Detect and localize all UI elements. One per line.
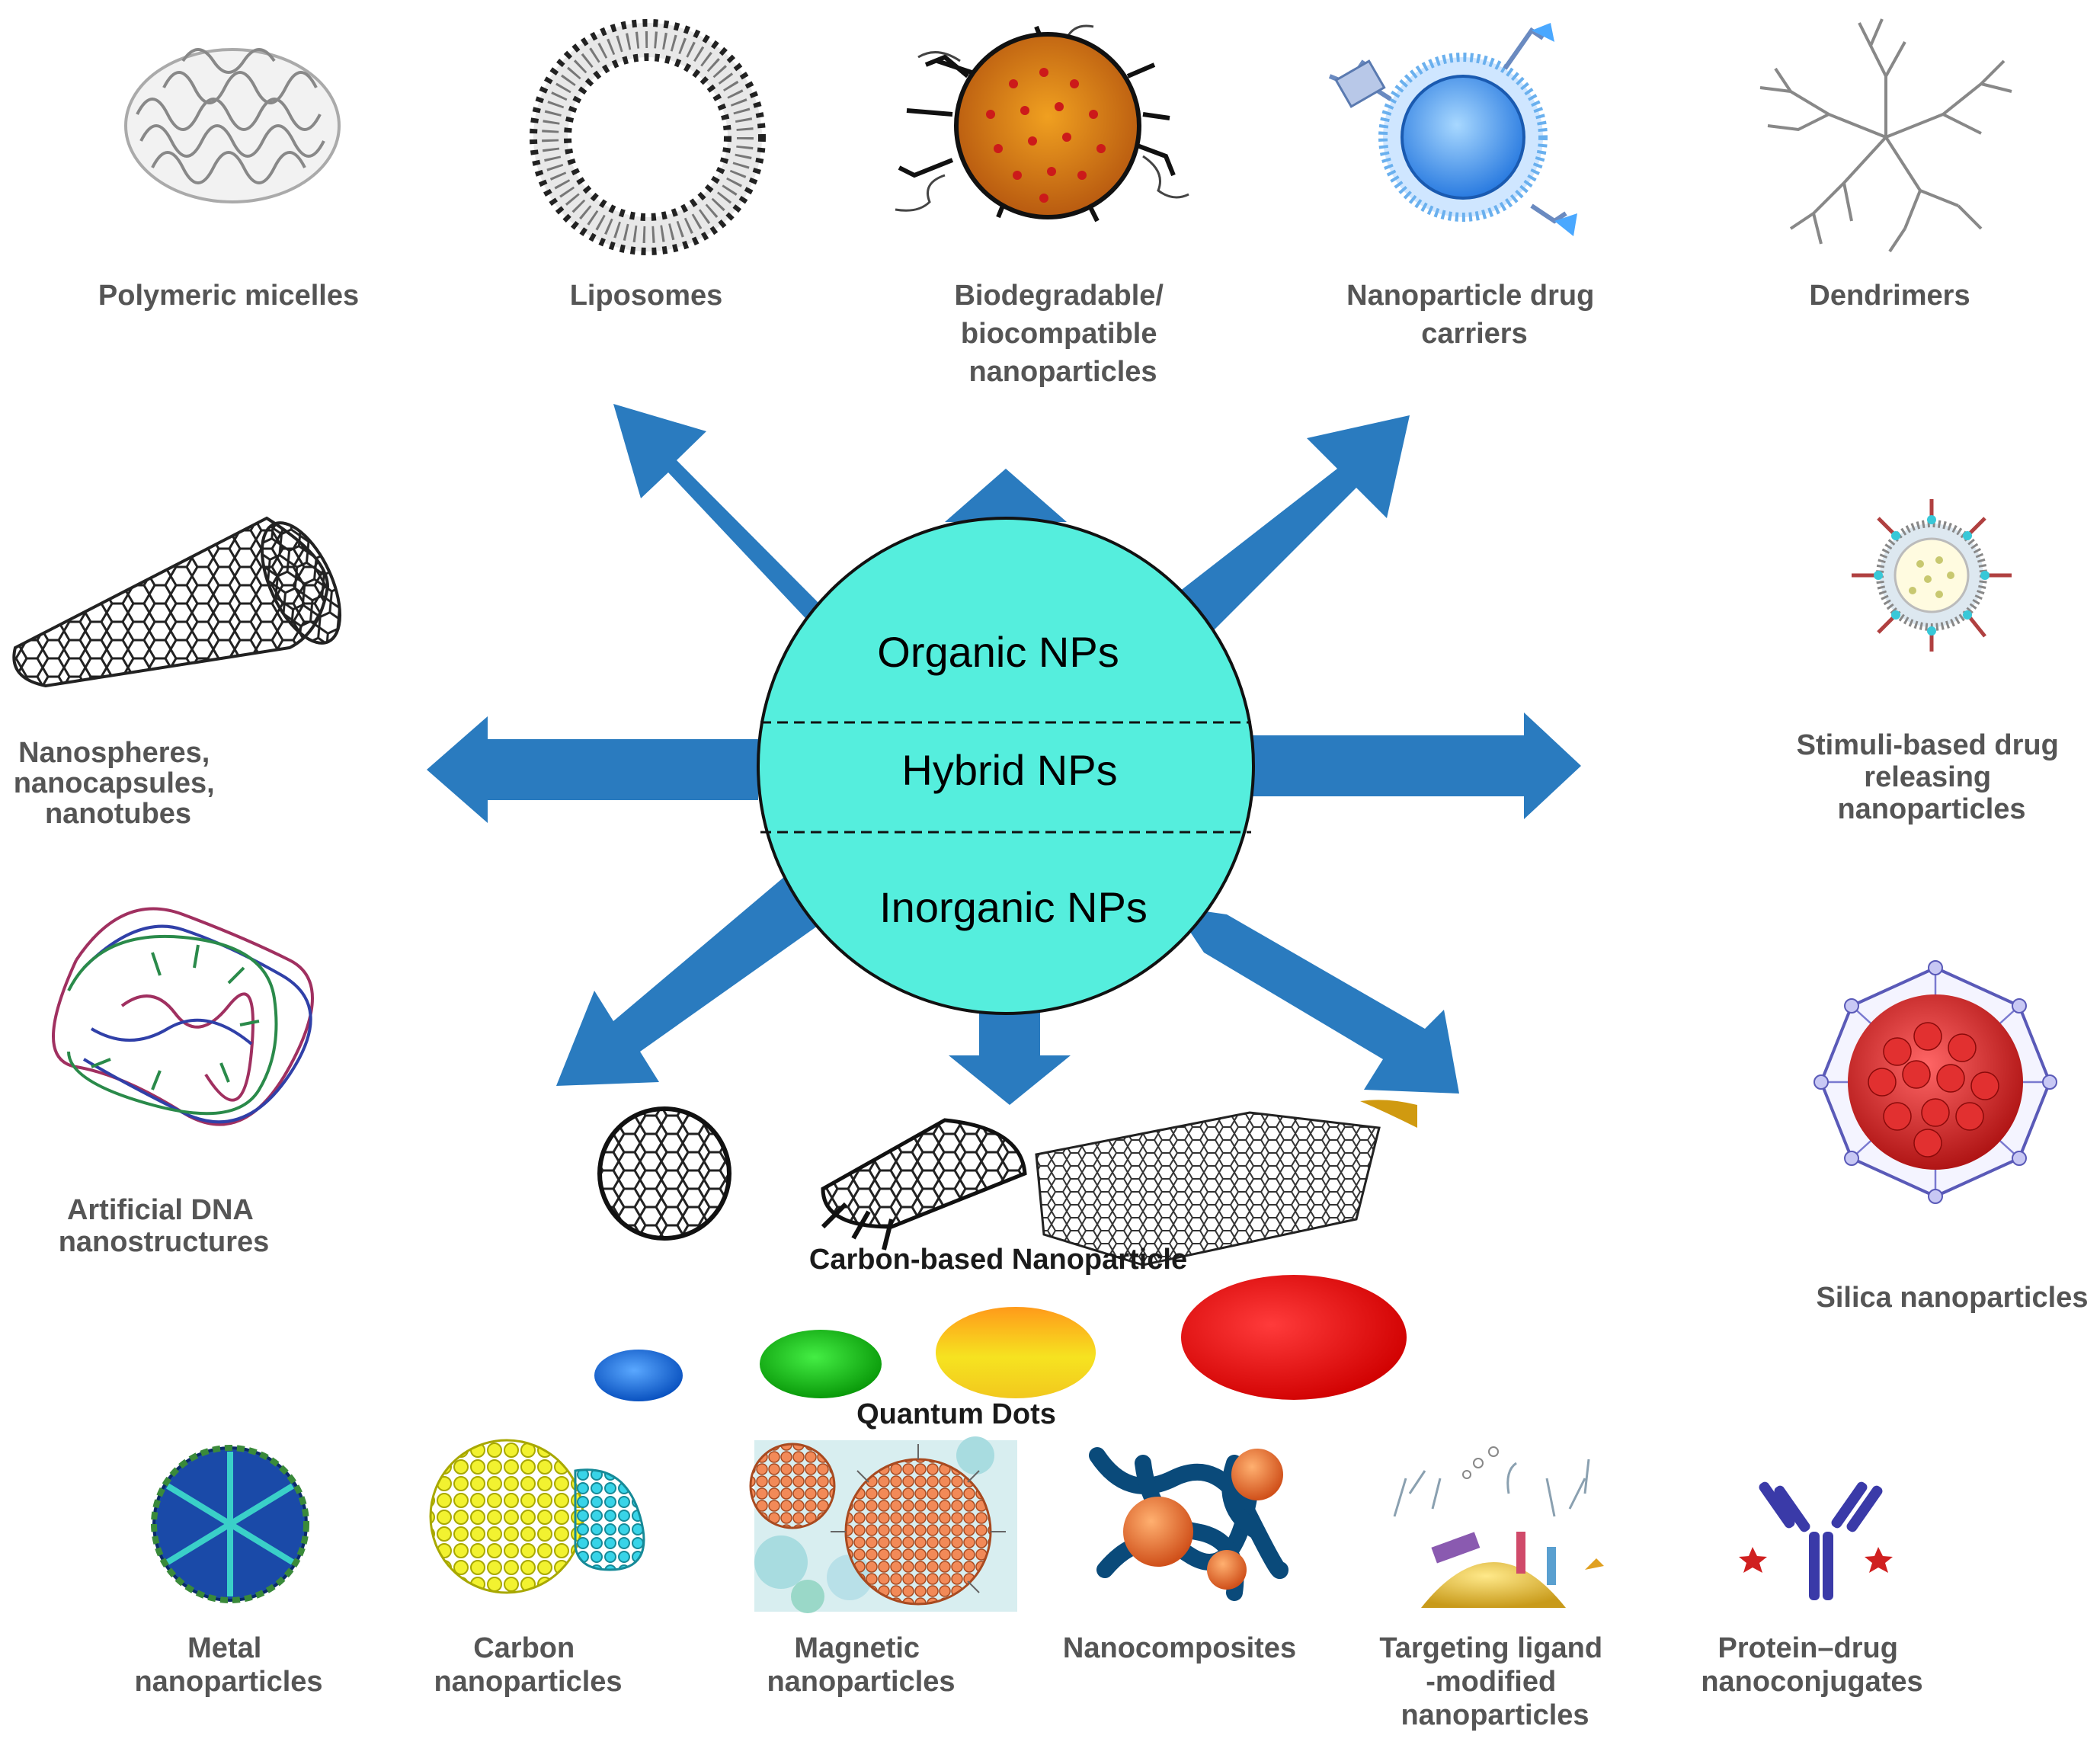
metal-np-icon	[151, 1445, 309, 1603]
silica-np-icon	[1813, 960, 2057, 1204]
arrow-down-left	[556, 876, 823, 1086]
label-stimuli: Stimuli-based drug releasing nanoparticl…	[1797, 729, 2067, 825]
label-magnetic: Magnetic nanoparticles	[767, 1632, 955, 1698]
carbon-np-icon	[429, 1439, 645, 1594]
arrows	[427, 404, 1581, 1105]
arrow-up-right	[1166, 415, 1410, 640]
arrow-left	[427, 716, 758, 823]
quantum-dot-yellow	[936, 1307, 1096, 1398]
arrow-right	[1250, 712, 1581, 819]
label-artificial-dna: Artificial DNA nanostructures	[59, 1194, 270, 1258]
label-carbon: Carbon nanoparticles	[434, 1632, 622, 1698]
quantum-dots	[594, 1275, 1407, 1401]
label-quantum-dots: Quantum Dots	[856, 1398, 1056, 1430]
center-circle: Organic NPs Hybrid NPs Inorganic NPs	[757, 517, 1255, 1015]
label-metal: Metal nanoparticles	[134, 1632, 322, 1698]
graphene-sheet-icon	[1035, 1111, 1381, 1266]
labels: Polymeric micelles Liposomes Biodegradab…	[14, 280, 2089, 1731]
gold-fragment-icon	[1360, 1100, 1417, 1128]
label-dendrimers: Dendrimers	[1809, 280, 1970, 312]
drug-carrier-icon	[1328, 23, 1577, 236]
quantum-dot-blue	[594, 1350, 683, 1401]
quantum-dot-red	[1181, 1275, 1407, 1400]
organic-nps-label: Organic NPs	[877, 628, 1119, 676]
nanocomposite-icon	[1089, 1447, 1288, 1601]
fullerene-icon	[597, 1106, 731, 1241]
label-targeting: Targeting ligand -modified nanoparticles	[1379, 1632, 1610, 1731]
label-nanocomposites: Nanocomposites	[1063, 1632, 1296, 1664]
hybrid-nps-label: Hybrid NPs	[901, 746, 1117, 794]
label-carbon-based: Carbon-based Nanoparticle	[809, 1244, 1187, 1276]
dna-nanostructure-icon	[52, 907, 314, 1126]
arrow-up-left	[613, 404, 857, 629]
carbon-nanotube-small-icon	[821, 1118, 1027, 1250]
nanotube-icon	[12, 516, 342, 688]
dendrimer-icon	[1759, 18, 2012, 253]
antibody-icon	[1739, 1481, 1893, 1600]
magnetic-np-icon	[749, 1436, 1017, 1613]
stimuli-np-icon	[1852, 499, 2012, 652]
label-protein-drug: Protein–drug nanoconjugates	[1701, 1632, 1922, 1698]
label-drug-carriers: Nanoparticle drug carriers	[1346, 280, 1602, 350]
biodegradable-np-icon	[895, 24, 1189, 223]
arrow-down-right	[1173, 907, 1459, 1094]
label-biodegradable: Biodegradable/ biocompatible nanoparticl…	[954, 280, 1171, 388]
targeting-ligand-icon	[1393, 1446, 1604, 1608]
quantum-dot-green	[760, 1330, 882, 1398]
label-polymeric-micelles: Polymeric micelles	[98, 280, 359, 312]
inorganic-nps-label: Inorganic NPs	[879, 883, 1148, 931]
liposome-icon	[530, 19, 766, 255]
label-silica: Silica nanoparticles	[1817, 1282, 2089, 1314]
label-liposomes: Liposomes	[570, 280, 723, 312]
label-nanospheres: Nanospheres, nanocapsules, nanotubes	[14, 737, 223, 830]
micelle-icon	[124, 48, 341, 203]
